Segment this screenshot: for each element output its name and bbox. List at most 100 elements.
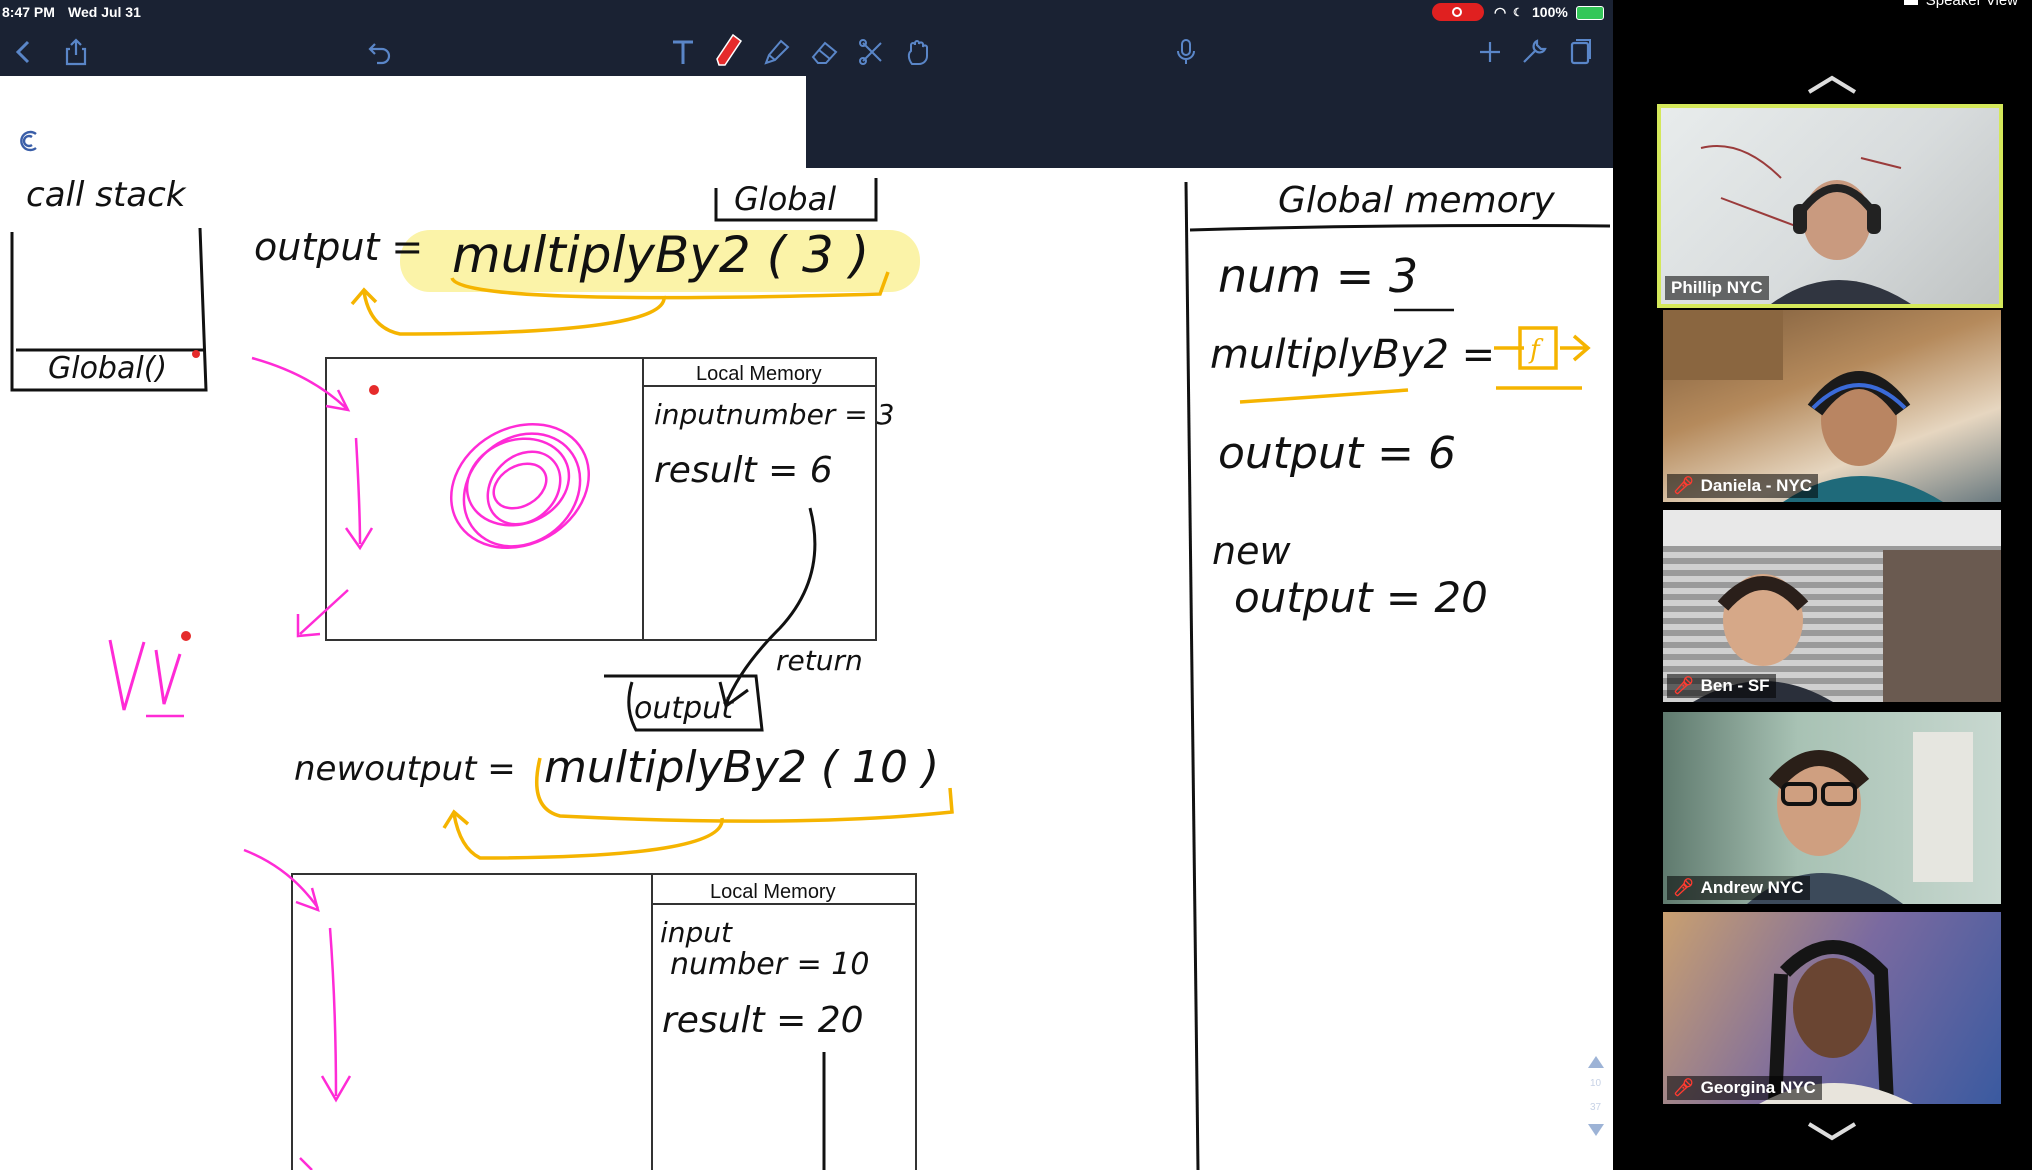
highlighter-tool-button[interactable] <box>758 34 794 70</box>
plus-icon <box>1480 42 1500 62</box>
scissors-icon <box>859 39 882 65</box>
page-number-total: 37 <box>1590 1102 1602 1113</box>
ipad-screen: 8:47 PM Wed Jul 31 ◠ ☾ 100% <box>0 0 1613 1170</box>
video-tile-georgina[interactable]: 🎤︎Georgina NYC <box>1663 912 2001 1104</box>
output-box-label: output <box>634 691 734 726</box>
video-tile-andrew[interactable]: 🎤︎Andrew NYC <box>1663 712 2001 904</box>
pink-arrow-3 <box>296 589 349 638</box>
lm2-row2: result = 20 <box>662 1000 864 1041</box>
laser-dot <box>192 350 200 358</box>
hand-icon <box>907 40 929 65</box>
settings-button[interactable] <box>1516 34 1552 70</box>
lm2-row1a: input <box>660 916 733 949</box>
note-page-header <box>0 76 806 168</box>
gm-row3: output = 6 <box>1218 428 1456 479</box>
return-arrow-1 <box>350 287 666 336</box>
output-box <box>604 674 764 732</box>
pink-arrow-1 <box>251 356 351 412</box>
note-canvas[interactable]: call stack Global() Global output = mult… <box>0 168 1613 1170</box>
pink-arrow-5 <box>320 927 352 1103</box>
participant-name: Phillip NYC <box>1665 276 1769 300</box>
red-pen-icon <box>716 33 743 66</box>
global-label: Global <box>734 180 836 218</box>
add-page-button[interactable] <box>1472 34 1508 70</box>
gm-row4a: new <box>1212 529 1291 573</box>
function-box <box>1518 326 1558 370</box>
lm2-row1b: number = 10 <box>670 947 869 982</box>
lm1-row2: result = 6 <box>654 450 833 491</box>
execution-context-2 <box>291 873 917 1170</box>
participant-name: 🎤︎Daniela - NYC <box>1667 474 1819 498</box>
screen-recording-indicator <box>1432 3 1484 21</box>
pink-arrows-left <box>108 639 182 711</box>
gm-row2-left: multiplyBy2 = <box>1210 332 1495 378</box>
page-up-icon <box>1588 1056 1604 1068</box>
execution-context-1 <box>325 357 877 641</box>
line1-left: output = <box>254 225 423 269</box>
pink-scribble <box>449 422 591 550</box>
call-stack-box <box>10 227 208 392</box>
status-time: 8:47 PM <box>2 4 55 20</box>
handwritten-notes: call stack Global() Global output = mult… <box>10 175 1611 1170</box>
microphone-button[interactable] <box>1168 34 1204 70</box>
hand-tool-button[interactable] <box>900 34 936 70</box>
wifi-icon: ◠ <box>1494 4 1507 20</box>
return-arrow <box>718 507 817 709</box>
pen-tool-button[interactable] <box>710 26 746 72</box>
pages-button[interactable] <box>1562 34 1598 70</box>
notes-toolbar <box>0 26 1613 76</box>
local-memory-title-2: Local Memory <box>710 881 836 903</box>
battery-percent: 100% <box>1532 4 1568 20</box>
scroll-down-icon[interactable] <box>1805 1120 1859 1144</box>
return-label: return <box>776 644 863 677</box>
undo-button[interactable] <box>362 34 398 70</box>
video-tile-daniela[interactable]: 🎤︎Daniela - NYC <box>1663 310 2001 502</box>
pink-arrow-4 <box>243 848 320 912</box>
status-bar: 8:47 PM Wed Jul 31 ◠ ☾ 100% <box>0 0 1613 26</box>
back-button[interactable] <box>6 34 42 70</box>
wrench-icon <box>1523 39 1547 63</box>
share-icon <box>65 38 87 66</box>
line2-call: multiplyBy2 ( 10 ) <box>544 742 939 793</box>
text-tool-button[interactable] <box>665 34 701 70</box>
speaker-view-button[interactable]: Speaker View <box>1903 0 2018 9</box>
video-tile-ben[interactable]: 🎤︎Ben - SF <box>1663 510 2001 702</box>
lm1-row1: inputnumber = 3 <box>654 398 894 431</box>
line1-call: multiplyBy2 ( 3 ) <box>452 226 869 284</box>
participant-name: 🎤︎Ben - SF <box>1667 674 1776 698</box>
call-stack-frame: Global() <box>48 351 167 386</box>
underline-call-2 <box>535 757 954 823</box>
participant-name: 🎤︎Georgina NYC <box>1667 1076 1822 1100</box>
line2-left: newoutput = <box>294 749 516 789</box>
pink-arrow-2 <box>344 437 374 551</box>
moon-icon: ☾ <box>1513 7 1523 19</box>
share-button[interactable] <box>58 34 94 70</box>
return-arrow-2 <box>442 809 724 860</box>
muted-microphone-icon: 🎤︎ <box>1673 1078 1695 1097</box>
lasso-tool-button[interactable] <box>854 34 890 70</box>
undo-icon <box>368 43 391 65</box>
highlighter-icon <box>764 39 790 65</box>
muted-microphone-icon: 🎤︎ <box>1673 676 1695 695</box>
status-date: Wed Jul 31 <box>68 4 141 20</box>
page-number-current: 10 <box>1590 1078 1602 1089</box>
battery-icon <box>1576 6 1604 20</box>
text-tool-icon <box>673 40 693 64</box>
gm-row1: num = 3 <box>1218 249 1418 303</box>
underline-call-1 <box>450 271 890 300</box>
pages-icon <box>1570 39 1591 65</box>
muted-microphone-icon: 🎤︎ <box>1673 476 1695 495</box>
speaker-view-label: Speaker View <box>1925 0 2018 9</box>
highlight-call-1 <box>400 230 920 292</box>
scroll-up-icon[interactable] <box>1805 72 1859 96</box>
call-stack-title: call stack <box>26 175 187 215</box>
muted-microphone-icon: 🎤︎ <box>1673 878 1695 897</box>
gm-row2-fn: f <box>1528 335 1544 365</box>
video-tile-phillip[interactable]: Phillip NYC <box>1657 104 2003 308</box>
microphone-icon <box>1177 39 1195 64</box>
page-down-icon <box>1588 1124 1604 1136</box>
eraser-tool-button[interactable] <box>806 34 842 70</box>
global-memory-title: Global memory <box>1278 180 1555 221</box>
eraser-icon <box>811 41 838 64</box>
local-memory-title-1: Local Memory <box>696 363 822 385</box>
